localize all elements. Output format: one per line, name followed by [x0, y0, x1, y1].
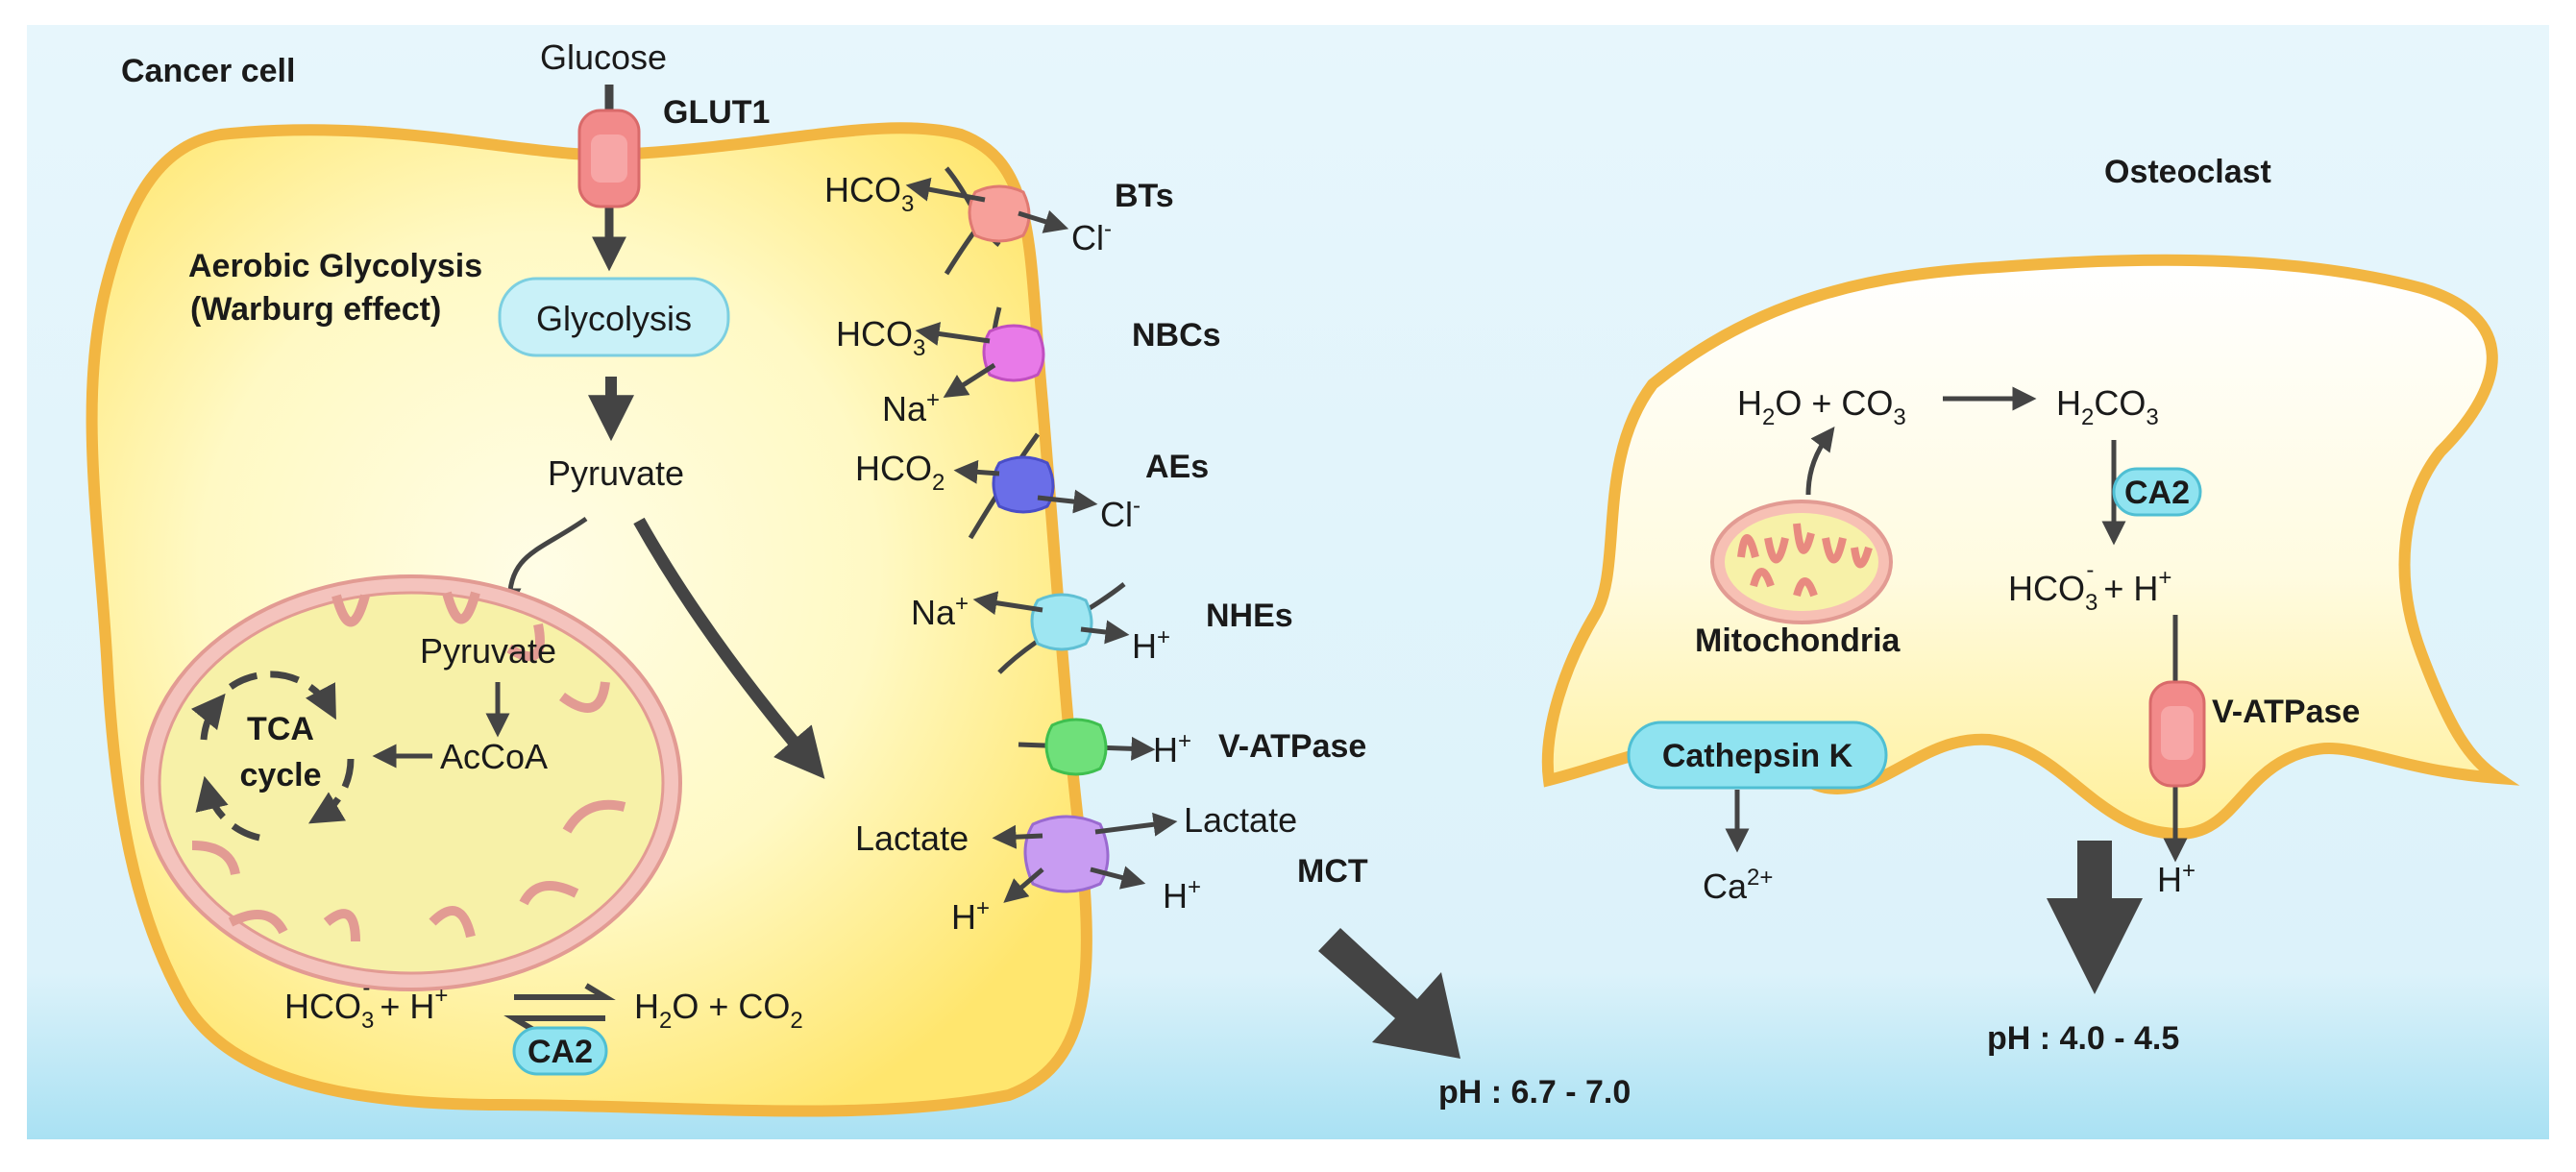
glycolysis-bubble	[498, 277, 730, 357]
aes-cl-arrow	[1037, 489, 1098, 514]
equilibrium-arrows	[503, 983, 616, 1033]
osteo-ph-big-arrow	[2047, 841, 2143, 994]
tca-label: TCA	[247, 711, 314, 747]
mct-h-out-label: H+	[1163, 874, 1201, 916]
nbcs-hco3-arrow	[915, 322, 991, 346]
bts-hco3-label: HCO3	[824, 170, 914, 217]
ca-ion-label: Ca2+	[1703, 865, 1773, 906]
pyruvate-to-lactate-arrow	[633, 517, 825, 779]
nbcs-label: NBCs	[1132, 317, 1221, 354]
tumor-ph-label: pH : 6.7 - 7.0	[1438, 1074, 1631, 1111]
glut1-transporter	[577, 109, 641, 208]
aerobic-glycolysis-label: Aerobic Glycolysis	[188, 248, 482, 284]
aes-hco2-label: HCO2	[855, 449, 945, 496]
aes-cl-label: Cl-	[1100, 493, 1141, 534]
mct-h-out-arrow	[1090, 866, 1146, 890]
mito-to-reaction-arrow	[1805, 426, 1835, 496]
osteoclast-membrane	[1541, 254, 2520, 841]
nhes-label: NHEs	[1206, 598, 1293, 634]
nbcs-na-arrow	[943, 362, 996, 399]
ca2-label-cancer: CA2	[527, 1034, 593, 1070]
vatpase-transporter-cancer	[1044, 718, 1108, 776]
nbcs-hco3-label: HCO3	[836, 314, 925, 361]
ca2-bubble-osteo	[2112, 467, 2202, 517]
cathepsin-label: Cathepsin K	[1662, 738, 1853, 774]
mct-lactate-in-arrow	[992, 824, 1043, 849]
glut1-label: GLUT1	[663, 94, 770, 131]
osteo-ph-label: pH : 4.0 - 4.5	[1987, 1020, 2179, 1057]
nbcs-transporter	[982, 324, 1045, 382]
tca-cycle-arrows	[190, 671, 355, 842]
tumor-ph-big-arrow	[1318, 928, 1460, 1059]
osteo-h-out-label: H+	[2157, 858, 2196, 899]
glucose-label: Glucose	[540, 37, 667, 77]
vatpase-label-cancer: V-ATPase	[1218, 728, 1366, 765]
mitochondrion	[140, 574, 682, 991]
osteo-mitochondria	[1710, 500, 1893, 624]
cancer-eq-hco3: HCO3-+ H+	[284, 975, 448, 1034]
ca2-label-osteo: CA2	[2124, 475, 2190, 511]
warburg-effect-label: (Warburg effect)	[190, 291, 441, 328]
ca2-bubble-cancer	[512, 1026, 608, 1076]
mct-transporter	[1023, 815, 1110, 893]
bts-label: BTs	[1115, 178, 1174, 214]
cancer-cell-title: Cancer cell	[121, 53, 295, 89]
mito-pyruvate-label: Pyruvate	[420, 631, 556, 671]
bts-hco3-arrow	[905, 177, 986, 203]
bts-cl-label: Cl-	[1071, 216, 1112, 257]
lactate-out-label: Lactate	[1184, 800, 1297, 840]
mct-h-in-arrow	[1003, 867, 1044, 903]
mct-h-in-label: H+	[951, 895, 990, 937]
nhes-na-arrow	[972, 591, 1043, 616]
vatpase-label-osteo: V-ATPase	[2212, 694, 2360, 730]
osteo-h2co3: H2CO3	[2056, 383, 2159, 430]
osteoclast-title: Osteoclast	[2104, 154, 2271, 190]
aes-label: AEs	[1145, 449, 1209, 485]
cancer-eq-h2o-co2: H2O + CO2	[634, 987, 803, 1034]
accoa-label: AcCoA	[440, 737, 548, 776]
nbcs-na-label: Na+	[882, 387, 940, 428]
bts-cl-arrow	[1018, 209, 1069, 233]
cycle-label: cycle	[239, 757, 321, 794]
mct-label: MCT	[1297, 853, 1368, 890]
nhes-h-arrow	[1080, 620, 1130, 645]
nhes-transporter	[1030, 593, 1093, 651]
vatpase-transporter-osteo	[2148, 680, 2206, 788]
aes-hco2-arrow	[953, 459, 1000, 484]
mitochondria-label: Mitochondria	[1695, 623, 1901, 659]
osteo-h2o-co3: H2O + CO3	[1737, 383, 1906, 430]
nhes-h-label: H+	[1132, 624, 1170, 666]
nhes-na-label: Na+	[911, 591, 969, 632]
cathepsin-bubble	[1627, 720, 1888, 790]
aes-transporter	[992, 455, 1055, 514]
pyruvate-label: Pyruvate	[548, 453, 684, 493]
osteo-hco3-h: HCO3-+ H+	[2008, 557, 2171, 616]
mct-lactate-out-arrow	[1094, 812, 1178, 837]
glycolysis-label: Glycolysis	[536, 299, 692, 338]
vatpase-h-label: H+	[1153, 728, 1191, 769]
lactate-in-label: Lactate	[855, 818, 969, 858]
